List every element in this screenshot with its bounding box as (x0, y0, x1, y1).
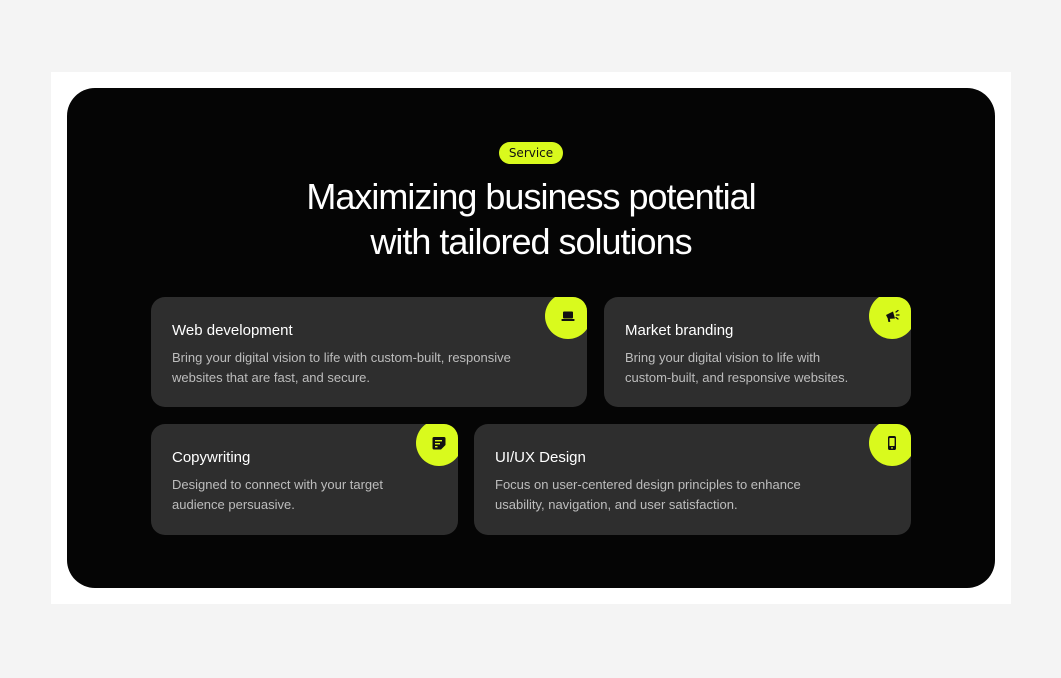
description-line: websites that are fast, and secure. (172, 370, 370, 385)
title-line-2: with tailored solutions (370, 221, 692, 262)
card-title: Web development (172, 322, 293, 339)
ui-ux-design-badge (869, 424, 911, 466)
description-line: Focus on user-centered design principles… (495, 477, 801, 492)
note-edit-icon (432, 437, 446, 450)
card-title: Market branding (625, 322, 734, 339)
service-tag: Service (499, 142, 563, 164)
market-branding-badge (869, 297, 911, 339)
description-line: usability, navigation, and user satisfac… (495, 497, 738, 512)
card-description: Designed to connect with your target aud… (172, 475, 383, 515)
card-description: Bring your digital vision to life with c… (625, 348, 848, 388)
service-card-web-development[interactable]: Web development Bring your digital visio… (151, 297, 587, 407)
page-frame: Service Maximizing business potential wi… (51, 72, 1011, 604)
section-title: Maximizing business potential with tailo… (67, 174, 995, 264)
card-description: Focus on user-centered design principles… (495, 475, 801, 515)
card-title: UI/UX Design (495, 449, 586, 466)
card-title: Copywriting (172, 449, 251, 466)
service-card-market-branding[interactable]: Market branding Bring your digital visio… (604, 297, 911, 407)
service-card-copywriting[interactable]: Copywriting Designed to connect with you… (151, 424, 458, 535)
description-line: Designed to connect with your target (172, 477, 384, 492)
megaphone-icon (886, 309, 900, 323)
services-section: Service Maximizing business potential wi… (67, 88, 995, 588)
card-description: Bring your digital vision to life with c… (172, 348, 511, 388)
description-line: audience persuasive. (172, 497, 295, 512)
laptop-icon (561, 311, 575, 321)
title-line-1: Maximizing business potential (306, 176, 756, 217)
mobile-phone-icon (888, 436, 896, 450)
service-card-ui-ux-design[interactable]: UI/UX Design Focus on user-centered desi… (474, 424, 911, 535)
description-line: Bring your digital vision to life with (625, 350, 821, 365)
web-development-badge (545, 297, 587, 339)
copywriting-badge (416, 424, 458, 466)
description-line: custom-built, and responsive websites. (625, 370, 849, 385)
description-line: Bring your digital vision to life with c… (172, 350, 511, 365)
